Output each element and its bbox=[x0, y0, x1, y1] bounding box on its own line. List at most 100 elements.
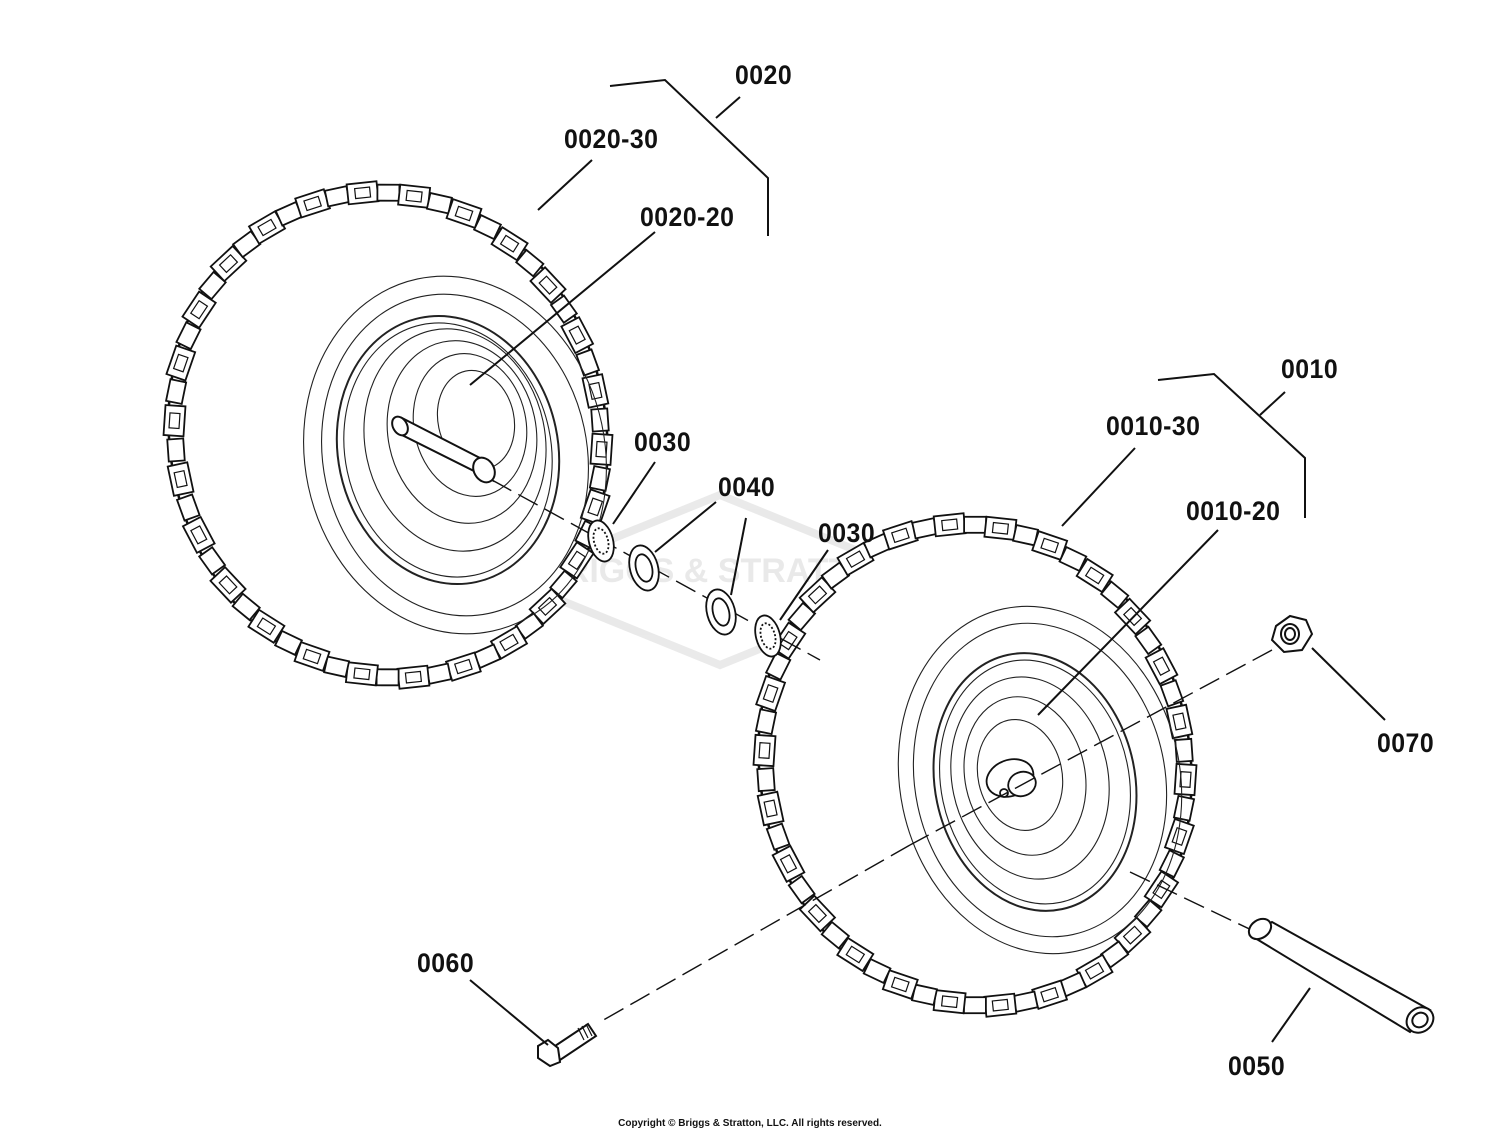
left-tread-lug bbox=[560, 315, 595, 355]
right-tread-lug bbox=[836, 936, 875, 973]
left-wheel-assembly bbox=[162, 180, 614, 690]
left-tread-lug bbox=[445, 198, 483, 229]
right-tread-lug bbox=[756, 790, 785, 827]
left-tread-lug-groove bbox=[454, 205, 474, 222]
left-tread-lug-groove bbox=[190, 525, 208, 545]
callout-0030-upper: 0030 bbox=[634, 427, 692, 457]
leader-0050 bbox=[1271, 987, 1311, 1043]
left-tread-lug bbox=[490, 225, 529, 262]
right-tread-lug-groove bbox=[845, 550, 866, 569]
left-tread-lug bbox=[425, 191, 453, 215]
right-tread-lug bbox=[1143, 870, 1180, 909]
left-tread-lug bbox=[376, 183, 401, 202]
right-tread-lug-groove bbox=[1172, 712, 1187, 731]
right-tread-lug-groove bbox=[762, 684, 779, 703]
right-tire-tread bbox=[752, 512, 1198, 1018]
leader-0020 bbox=[715, 96, 741, 119]
right-tread-lug bbox=[963, 996, 987, 1015]
left-rim bbox=[303, 275, 607, 635]
left-tread-lug-groove bbox=[567, 550, 587, 571]
bracket-0010 bbox=[1157, 372, 1306, 518]
right-tread-lug bbox=[764, 651, 792, 681]
left-tread-lug bbox=[590, 407, 610, 433]
left-tread-lug-groove bbox=[256, 617, 277, 636]
left-tread-lug-groove bbox=[568, 325, 586, 345]
right-tread-lug bbox=[771, 844, 806, 883]
right-tread-lug bbox=[1099, 580, 1130, 610]
leader-0060 bbox=[469, 979, 549, 1046]
right-tread-lug bbox=[862, 957, 892, 985]
left-tread-lug bbox=[164, 378, 188, 406]
callout-0040: 0040 bbox=[718, 472, 776, 502]
right-tread-lug-groove bbox=[1040, 986, 1060, 1003]
left-tread-lug-groove bbox=[257, 218, 277, 237]
right-tread-lug-groove bbox=[845, 945, 866, 964]
left-tire-tread bbox=[162, 180, 614, 690]
axle-tube-0050 bbox=[1247, 917, 1435, 1034]
left-tread-lug bbox=[514, 248, 545, 278]
right-tread-lug-groove bbox=[991, 998, 1009, 1012]
right-wheel-assembly bbox=[752, 512, 1198, 1018]
leader-0070 bbox=[1311, 647, 1386, 721]
right-tread-lug-groove bbox=[991, 521, 1010, 535]
right-tread-lug-groove bbox=[1122, 925, 1143, 945]
left-tread-lug bbox=[247, 608, 286, 645]
left-tread-lug bbox=[165, 344, 197, 382]
left-tread-lug-groove bbox=[499, 234, 520, 253]
left-tread-lug-groove bbox=[537, 596, 558, 617]
right-tread-lug bbox=[932, 989, 967, 1015]
right-tread-lug-groove bbox=[779, 854, 798, 874]
left-tread-lug-groove bbox=[499, 633, 519, 652]
right-tread-lug-groove bbox=[890, 527, 910, 544]
right-tread-lug-groove bbox=[890, 976, 910, 993]
left-tread-lug bbox=[293, 641, 331, 672]
leader-0030-upper bbox=[612, 461, 656, 525]
left-tread-lug bbox=[166, 461, 195, 497]
left-tread-lug bbox=[209, 565, 247, 604]
right-tread-lug bbox=[932, 512, 967, 538]
left-tread-lug-groove bbox=[168, 412, 181, 430]
left-tread-lug bbox=[181, 290, 217, 329]
left-tread-lug bbox=[472, 213, 503, 241]
flat-washer-0040-upper bbox=[628, 544, 660, 592]
right-tread-lug bbox=[1172, 794, 1196, 822]
right-tread-lug bbox=[754, 708, 778, 736]
right-tread-lug bbox=[1075, 557, 1114, 594]
left-tread-lug bbox=[323, 655, 351, 679]
left-tread-lug-groove bbox=[173, 470, 188, 489]
right-tread-lug bbox=[983, 992, 1018, 1018]
left-tread-lug-groove bbox=[353, 186, 372, 200]
right-tread-lug-groove bbox=[1171, 827, 1188, 846]
left-tread-lug bbox=[231, 592, 262, 622]
right-rim bbox=[897, 605, 1183, 955]
callout-0060: 0060 bbox=[417, 948, 475, 978]
leader-0020-20 bbox=[469, 231, 656, 386]
left-tread-lug-groove bbox=[538, 275, 558, 295]
right-tread-lug bbox=[787, 874, 816, 905]
left-tread-lug bbox=[529, 266, 567, 305]
left-tread-lug-groove bbox=[218, 253, 239, 274]
left-tread-lug-groove bbox=[404, 670, 423, 684]
callout-0020: 0020 bbox=[735, 60, 793, 90]
right-tread-lug bbox=[983, 515, 1018, 541]
left-tread-lug-groove bbox=[405, 189, 423, 203]
left-tread-lug bbox=[397, 183, 432, 209]
left-tread-lug bbox=[166, 437, 186, 463]
right-tread-lug bbox=[963, 515, 987, 534]
left-tread-lug bbox=[323, 185, 351, 208]
right-tread-lug-groove bbox=[1084, 566, 1105, 585]
right-tread-lug-groove bbox=[941, 518, 959, 532]
leader-0010-20 bbox=[1037, 529, 1219, 716]
left-tread-lug bbox=[579, 488, 611, 526]
left-tread-lug-groove bbox=[172, 353, 189, 373]
left-tread-lug-groove bbox=[302, 648, 322, 665]
right-tread-lug-groove bbox=[779, 630, 798, 651]
leader-0040-upper bbox=[654, 501, 717, 553]
right-tread-lug-groove bbox=[940, 995, 959, 1009]
right-tread-lug-groove bbox=[1084, 961, 1105, 980]
callout-0030-lower: 0030 bbox=[818, 518, 876, 548]
left-tread-lug bbox=[559, 541, 595, 580]
leader-0020-30 bbox=[537, 159, 593, 211]
right-tread-lug-groove bbox=[758, 742, 771, 759]
right-tread-lug bbox=[1134, 625, 1163, 656]
